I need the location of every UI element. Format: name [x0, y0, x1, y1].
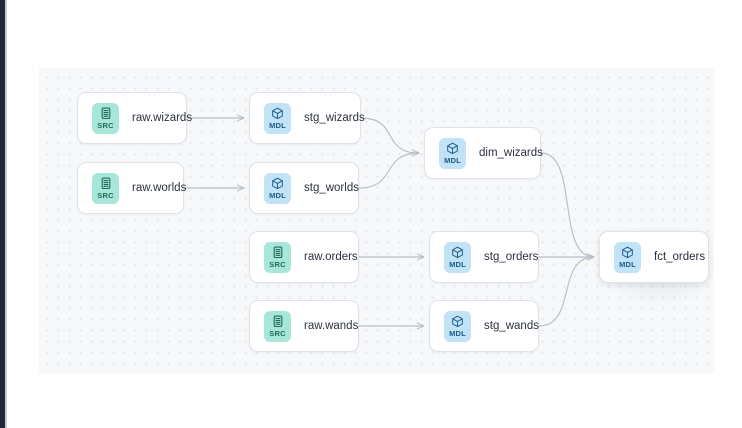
cube-icon-code: MDL	[449, 328, 466, 338]
lineage-node-raw_wizards[interactable]: SRC raw.wizards	[77, 92, 192, 144]
lineage-node-label: dim_wizards	[479, 147, 543, 159]
lineage-node-label: fct_orders	[654, 251, 706, 263]
model-badge: MDL	[444, 310, 471, 342]
lineage-node-raw_wands[interactable]: SRC raw.wands	[249, 300, 359, 352]
cube-icon-code: MDL	[269, 120, 286, 130]
database-icon-code: SRC	[269, 259, 286, 269]
source-badge: SRC	[92, 102, 119, 134]
edge-dim_wizards-to-fct_orders	[540, 152, 594, 257]
source-badge: SRC	[264, 310, 291, 342]
edge-stg_wands-to-fct_orders	[538, 257, 594, 327]
left-edge-divider	[5, 0, 7, 428]
lineage-node-stg_wands[interactable]: MDL stg_wands	[429, 300, 539, 352]
lineage-node-label: stg_worlds	[304, 182, 359, 194]
model-badge: MDL	[444, 241, 471, 273]
left-edge-rail	[0, 0, 5, 428]
cube-icon-code: MDL	[444, 155, 461, 165]
cube-icon-code: MDL	[269, 190, 286, 200]
lineage-node-raw_orders[interactable]: SRC raw.orders	[249, 231, 359, 283]
model-badge: MDL	[439, 137, 466, 169]
lineage-node-raw_worlds[interactable]: SRC raw.worlds	[77, 162, 187, 214]
lineage-node-stg_orders[interactable]: MDL stg_orders	[429, 231, 539, 283]
lineage-node-label: stg_orders	[484, 251, 539, 263]
lineage-node-label: stg_wands	[484, 320, 539, 332]
lineage-node-fct_orders[interactable]: MDL fct_orders	[599, 231, 709, 283]
lineage-node-label: stg_wizards	[304, 112, 365, 124]
database-icon-code: SRC	[269, 328, 286, 338]
cube-icon-code: MDL	[449, 259, 466, 269]
lineage-node-stg_wizards[interactable]: MDL stg_wizards	[249, 92, 365, 144]
edge-stg_worlds-to-dim_wizards	[358, 153, 419, 189]
source-badge: SRC	[264, 241, 291, 273]
lineage-node-stg_worlds[interactable]: MDL stg_worlds	[249, 162, 359, 214]
edge-stg_wizards-to-dim_wizards	[360, 117, 419, 153]
database-icon-code: SRC	[97, 190, 114, 200]
lineage-node-dim_wizards[interactable]: MDL dim_wizards	[424, 127, 543, 179]
database-icon-code: SRC	[97, 120, 114, 130]
cube-icon-code: MDL	[619, 259, 636, 269]
source-badge: SRC	[92, 172, 119, 204]
lineage-node-label: raw.orders	[304, 251, 358, 263]
model-badge: MDL	[264, 172, 291, 204]
lineage-node-label: raw.wizards	[132, 112, 193, 124]
lineage-node-label: raw.wands	[304, 320, 359, 332]
model-badge: MDL	[264, 102, 291, 134]
model-badge: MDL	[614, 241, 641, 273]
lineage-node-label: raw.worlds	[132, 182, 187, 194]
